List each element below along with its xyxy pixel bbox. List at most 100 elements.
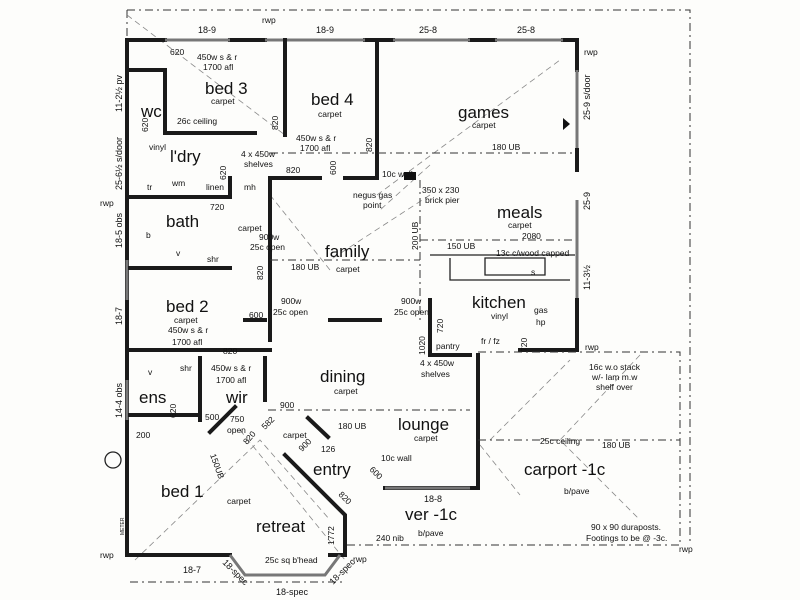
note: 200 UB <box>410 221 420 250</box>
floor-label: carpet <box>318 109 342 119</box>
floor-label: carpet <box>508 220 532 230</box>
note: 600 <box>249 310 263 320</box>
meter-symbol <box>104 451 122 469</box>
note: open <box>227 425 246 435</box>
note: 820 <box>364 138 374 152</box>
note: s <box>531 267 535 277</box>
note: shelves <box>421 369 450 379</box>
walls <box>125 38 579 577</box>
dimension: 18-spec <box>276 587 309 597</box>
room-ens: ens <box>139 388 166 407</box>
floor-label: carpet <box>414 433 438 443</box>
rwp-label: rwp <box>585 342 599 352</box>
note: 820 <box>286 165 300 175</box>
note: wm <box>171 178 185 188</box>
note: gas <box>534 305 548 315</box>
note: 1772 <box>326 526 336 545</box>
floor-label: vinyl <box>149 142 166 152</box>
room-bed2: bed 2 <box>166 297 209 316</box>
note: mh <box>244 182 256 192</box>
note: 720 <box>210 202 224 212</box>
note: 1700 afl <box>203 62 233 72</box>
note: 2080 <box>522 231 541 241</box>
note: 126 <box>321 444 335 454</box>
brick-pier <box>404 172 416 180</box>
floor-label: carpet <box>174 315 198 325</box>
note: 620 <box>218 166 228 180</box>
note: 180 UB <box>338 421 367 431</box>
note: 25c open <box>250 242 285 252</box>
dimension: 18-9 <box>198 25 216 35</box>
room-bed3: bed 3 <box>205 79 248 98</box>
note: shr <box>207 254 219 264</box>
note: w/- lam m.w <box>591 372 638 382</box>
rwp-label: rwp <box>262 15 276 25</box>
dimension: 25-9 s/door <box>582 74 592 120</box>
note: 4 x 450w <box>420 358 455 368</box>
note: b <box>146 230 151 240</box>
fridge-space: fr / fz <box>481 336 500 346</box>
door-arrow-icon <box>563 118 570 130</box>
note: 620 <box>140 118 150 132</box>
floor-label: vinyl <box>491 311 508 321</box>
note: brick pier <box>425 195 460 205</box>
note: shelf over <box>596 382 633 392</box>
note: 1020 <box>417 336 427 355</box>
note: 240 nib <box>376 533 404 543</box>
dimension: 18-8 <box>424 494 442 504</box>
note: 150UB <box>208 452 226 480</box>
room-family: family <box>325 242 370 261</box>
room-pantry: pantry <box>436 341 460 351</box>
dimension: 18-5 obs <box>114 212 124 248</box>
dimension: 25-8 <box>517 25 535 35</box>
note: 180 UB <box>492 142 521 152</box>
note: 13c c/wood capped <box>496 248 570 258</box>
note: 900 <box>280 400 294 410</box>
dimension: 25-8 <box>419 25 437 35</box>
rwp-label: rwp <box>353 554 367 564</box>
note: 26c ceiling <box>177 116 217 126</box>
room-lounge: lounge <box>398 415 449 434</box>
dimension: 25-6½ s/door <box>114 137 124 190</box>
note: 582 <box>259 414 276 431</box>
note: point <box>363 200 382 210</box>
floor-label: b/pave <box>418 528 444 538</box>
room-wir: wir <box>225 388 248 407</box>
room-dining: dining <box>320 367 365 386</box>
note: 25c ceiling <box>540 436 580 446</box>
room-bed4: bed 4 <box>311 90 354 109</box>
floor-label: b/pave <box>564 486 590 496</box>
floor-label: carpet <box>283 430 307 440</box>
note: negus gas <box>353 190 392 200</box>
rwp-label: rwp <box>679 544 693 554</box>
note: tr <box>147 182 152 192</box>
dimension: 18-7 <box>114 307 124 325</box>
dimension: 11-3½ <box>582 265 592 290</box>
floor-label: carpet <box>211 96 235 106</box>
annotations: rwp rwp rwp rwp rwp rwp rwp 450w s & r 1… <box>100 15 693 565</box>
room-games: games <box>458 103 509 122</box>
note: v <box>148 367 153 377</box>
rwp-label: rwp <box>100 198 114 208</box>
note: Footings to be @ -3c. <box>586 533 667 543</box>
floor-label: carpet <box>336 264 360 274</box>
note: 16c w.o stack <box>589 362 641 372</box>
note: 820 <box>223 346 237 356</box>
floor-label: carpet <box>227 496 251 506</box>
room-meals: meals <box>497 203 542 222</box>
note: 620 <box>170 47 184 57</box>
note: 450w s & r <box>168 325 208 335</box>
note: 450w s & r <box>211 363 251 373</box>
note: 4 x 450w <box>241 149 276 159</box>
note: 820 <box>270 116 280 130</box>
floor-label: carpet <box>472 120 496 130</box>
note: shelves <box>244 159 273 169</box>
note: 600 <box>328 161 338 175</box>
note: 25c open <box>394 307 429 317</box>
note: 150 UB <box>447 241 476 251</box>
rwp-label: rwp <box>584 47 598 57</box>
note: 900w <box>401 296 422 306</box>
note: 25c sq b'head <box>265 555 318 565</box>
meter-box: METER <box>120 517 126 535</box>
